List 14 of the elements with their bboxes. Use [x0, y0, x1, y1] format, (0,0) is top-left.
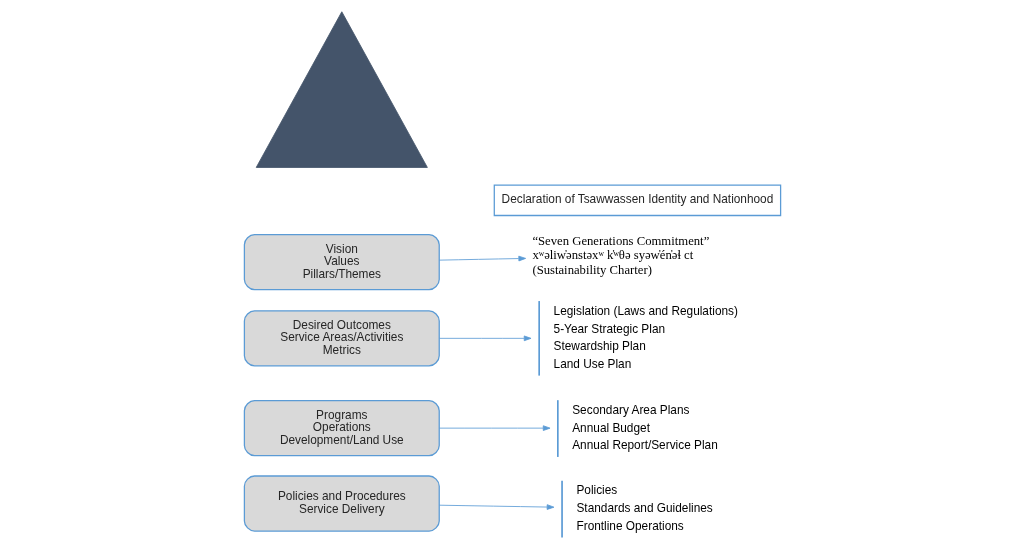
node-triangle	[255, 11, 428, 168]
node-text: Policies Standards and Guidelines Frontline Operations	[576, 483, 713, 533]
arrow	[438, 504, 555, 510]
arrow	[438, 255, 527, 262]
node-box: Vision Values Pillars/Themes	[243, 233, 440, 291]
node-box: Declaration of Tsawwassen Identity and Nationhood	[493, 184, 782, 217]
node-text: “Seven Generations Commitment” xʷəliw̓ənstəxʷ k̓ʷθə syəw̓én̓əɬ ct (Sustainability Charter)	[532, 233, 710, 277]
node-box: Desired Outcomes Service Areas/Activities Metrics	[243, 310, 440, 367]
node-text: Legislation (Laws and Regulations) 5-Year Strategic Plan Stewardship Plan Land Use Plan	[553, 303, 738, 372]
node-text: Secondary Area Plans Annual Budget Annual Report/Service Plan	[572, 402, 718, 453]
arrow	[438, 335, 532, 342]
node-box: Programs Operations Development/Land Use	[243, 399, 440, 457]
arrow	[438, 425, 551, 431]
node-box: Policies and Procedures Service Delivery	[243, 475, 440, 532]
